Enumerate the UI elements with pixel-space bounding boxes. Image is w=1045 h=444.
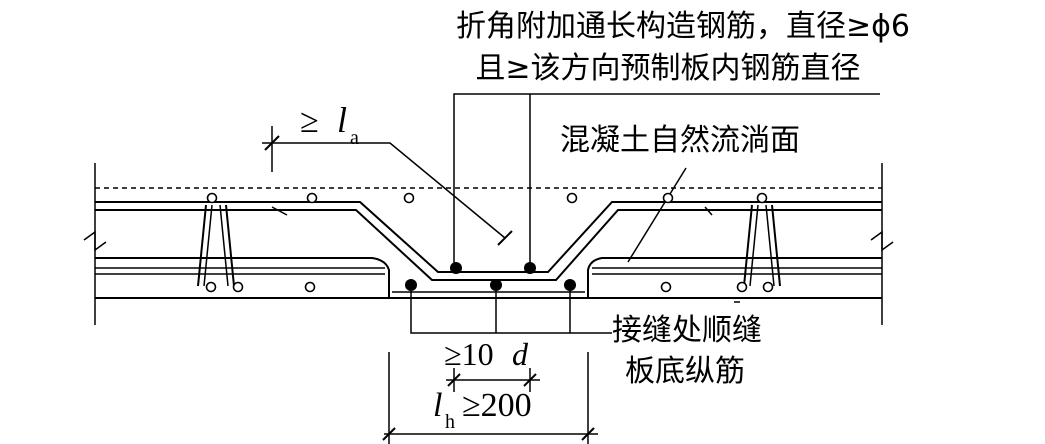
rebar-section	[205, 281, 217, 293]
rebar-section	[762, 281, 774, 293]
width-dimension-value: ≥200	[462, 387, 532, 424]
width-dimension-sub: h	[445, 411, 455, 433]
width-dimension-var: l	[433, 387, 442, 424]
truss-left-4	[219, 204, 229, 287]
truss-right-4	[765, 204, 775, 287]
rebar-section	[662, 192, 674, 204]
rebar-note-line2: 且≥该方向预制板内钢筋直径	[475, 51, 860, 86]
rebar-section	[232, 281, 244, 293]
rebar-section	[206, 192, 218, 204]
truss-left-3	[203, 204, 213, 287]
rebar-note-line1: 折角附加通长构造钢筋，直径≥ϕ6	[456, 9, 910, 44]
rebar-section	[736, 281, 748, 293]
truss-right-1	[743, 204, 753, 287]
rebar-section	[566, 192, 578, 204]
concrete-surface-label: 混凝土自然流淌面	[560, 123, 800, 158]
anchor-length-tick-right	[497, 230, 513, 246]
rebar-section	[304, 281, 316, 293]
top-rebar-lower	[95, 209, 882, 281]
rebar-section	[403, 192, 415, 204]
corner-rebar-left	[450, 262, 462, 274]
top-rebar-upper	[95, 201, 882, 273]
mark-left-top	[271, 206, 288, 216]
anchor-length-dimension	[262, 142, 506, 239]
rebar-section	[756, 192, 768, 204]
concrete-surface-leader	[627, 167, 687, 263]
joint-bottom-rebar	[405, 279, 417, 291]
break-mark-left	[83, 230, 107, 252]
joint-bars-leader	[410, 291, 612, 334]
rebar-section	[306, 192, 318, 204]
mark-right-top	[704, 206, 713, 216]
anchor-length-sub: a	[350, 127, 359, 149]
spacing-dimension-label: ≥10	[444, 336, 494, 372]
width-tick-right	[581, 427, 595, 441]
truss-right-3	[749, 204, 759, 287]
joint-bottom-rebar	[564, 279, 576, 291]
precast-slab-right-top	[587, 257, 882, 298]
corner-rebar-right	[524, 262, 536, 274]
anchor-length-var: l	[337, 100, 347, 140]
precast-slab-left-top	[95, 257, 390, 298]
break-mark-right	[870, 230, 894, 252]
truss-right-2	[771, 204, 781, 287]
anchor-length-symbol: ≥	[300, 103, 319, 140]
joint-bars-label-line1: 接缝处顺缝	[612, 313, 762, 348]
anchor-length-tick-mark	[264, 135, 280, 151]
spacing-dimension-var: d	[512, 336, 529, 372]
width-tick-left	[382, 427, 396, 441]
joint-bottom-rebar	[490, 279, 502, 291]
spacing-tick-left	[447, 373, 461, 387]
rebar-section	[660, 281, 672, 293]
spacing-tick-right	[523, 373, 537, 387]
truss-left-2	[225, 204, 235, 287]
joint-bars-label-line2: 板底纵筋	[625, 354, 745, 389]
rebar-note-leader	[453, 93, 880, 268]
truss-left-1	[197, 204, 207, 287]
